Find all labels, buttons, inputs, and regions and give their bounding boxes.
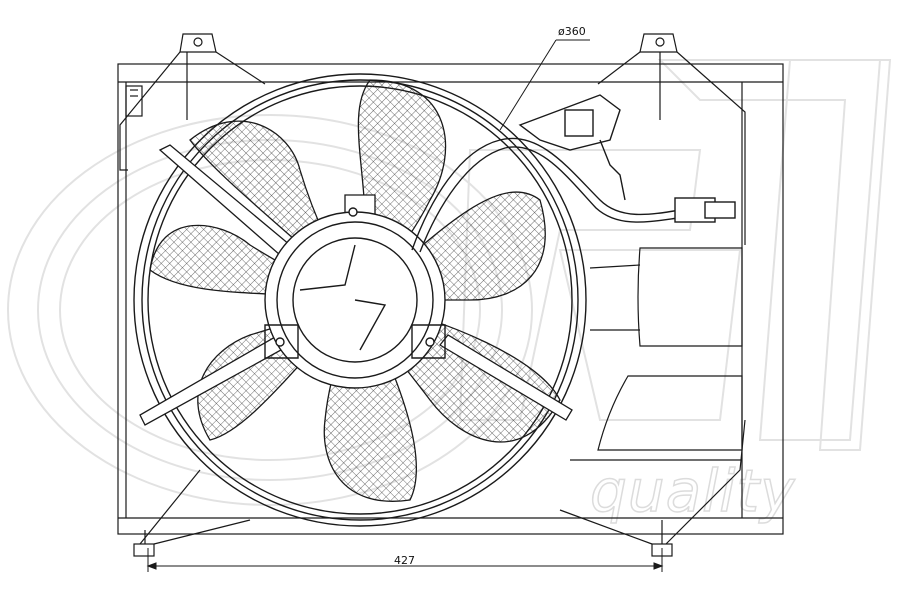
fan-rings bbox=[133, 73, 587, 527]
dimension-width-label: 427 bbox=[394, 554, 415, 567]
right-panels bbox=[570, 247, 743, 461]
dimension-lines bbox=[146, 39, 664, 572]
top-brackets bbox=[119, 33, 746, 245]
wiring-harness bbox=[411, 94, 736, 253]
watermark-text: quality bbox=[589, 457, 796, 525]
bottom-brackets bbox=[133, 419, 746, 557]
motor-hub bbox=[264, 207, 446, 389]
dimension-diameter-label: ø360 bbox=[558, 25, 586, 38]
